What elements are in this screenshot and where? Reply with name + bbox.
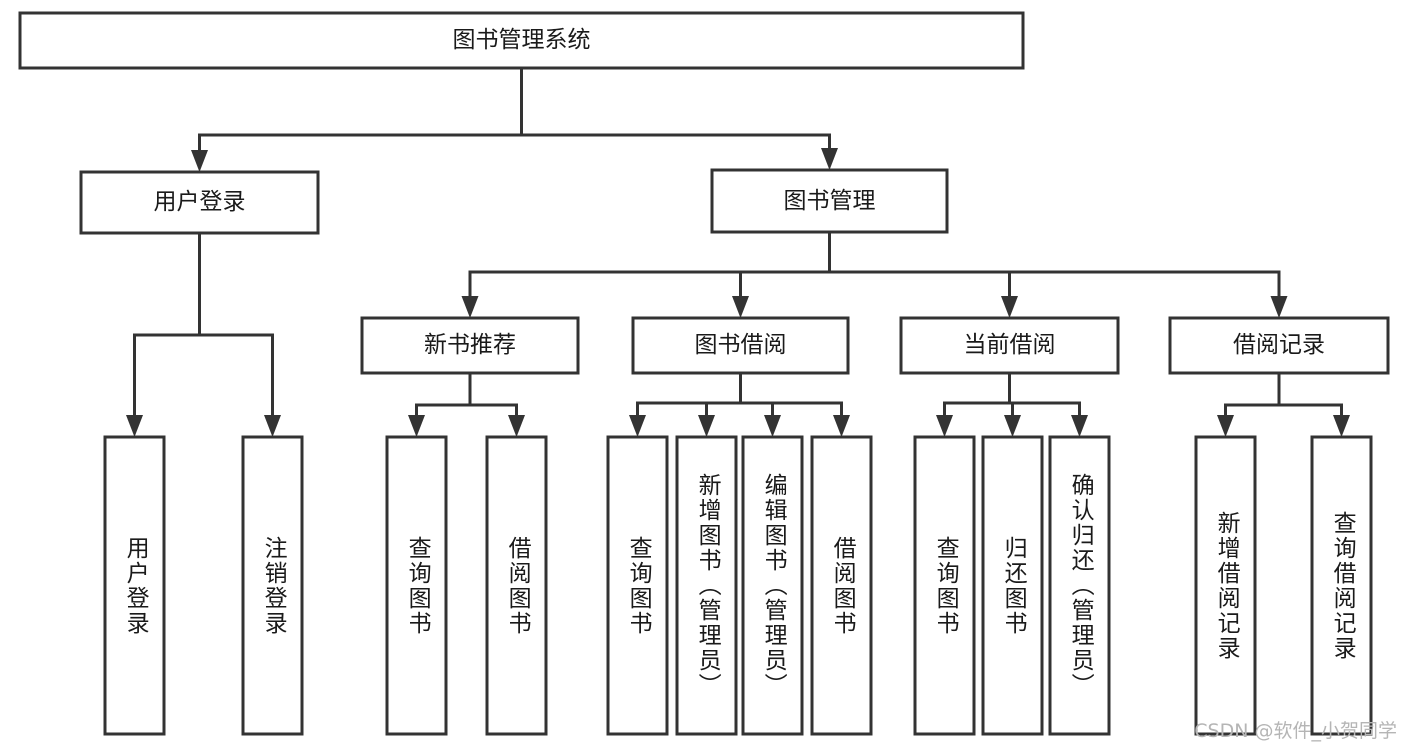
arrow-head-leaf7	[764, 415, 781, 437]
connector-group-current	[936, 371, 1088, 437]
node-box-bookmgmt	[710, 168, 949, 234]
node-box-current	[899, 316, 1120, 375]
watermark-text: CSDN @软件_小贺同学	[1194, 720, 1397, 742]
arrow-head-newbook	[461, 296, 479, 318]
connector-group-records	[1217, 371, 1350, 437]
arrow-head-records	[1270, 296, 1288, 318]
arrow-head-borrow	[732, 296, 749, 318]
connector-group-borrow	[629, 371, 850, 437]
node-box-leaf2	[241, 435, 304, 736]
connector-group-bookmgmt	[461, 230, 1288, 318]
node-box-root	[18, 11, 1025, 70]
arrow-head-leaf5	[629, 415, 646, 437]
node-box-leaf7	[741, 435, 804, 736]
arrow-head-leaf10	[1004, 415, 1021, 437]
arrow-head-login	[191, 150, 208, 172]
node-box-leaf10	[981, 435, 1044, 736]
node-box-leaf9	[913, 435, 976, 736]
node-box-borrow	[631, 316, 850, 375]
arrow-head-leaf4	[508, 415, 525, 437]
arrow-head-leaf3	[408, 415, 425, 437]
node-box-newbook	[360, 316, 580, 375]
node-box-leaf1	[103, 435, 166, 736]
arrow-head-leaf2	[264, 415, 281, 437]
arrow-head-leaf6	[698, 415, 715, 437]
arrow-head-leaf1	[126, 415, 143, 437]
node-box-leaf12	[1194, 435, 1257, 736]
arrow-head-leaf9	[936, 415, 953, 437]
node-box-leaf6	[675, 435, 738, 736]
connector-group-root	[191, 66, 838, 172]
node-box-login	[79, 170, 320, 235]
arrow-head-current	[1001, 296, 1018, 318]
arrow-head-leaf11	[1071, 415, 1088, 437]
edge-layer	[126, 66, 1350, 437]
node-box-leaf4	[485, 435, 548, 736]
connector-group-newbook	[408, 371, 525, 437]
connector-group-login	[126, 231, 281, 437]
node-box-leaf13	[1310, 435, 1373, 736]
arrow-head-leaf13	[1333, 415, 1350, 437]
node-box-leaf11	[1048, 435, 1111, 736]
node-box-leaf8	[810, 435, 873, 736]
node-box-records	[1168, 316, 1390, 375]
arrow-head-leaf8	[833, 415, 850, 437]
box-layer	[18, 11, 1390, 736]
node-box-leaf3	[385, 435, 448, 736]
node-box-leaf5	[606, 435, 669, 736]
arrow-head-leaf12	[1217, 415, 1234, 437]
arrow-head-bookmgmt	[821, 148, 838, 170]
